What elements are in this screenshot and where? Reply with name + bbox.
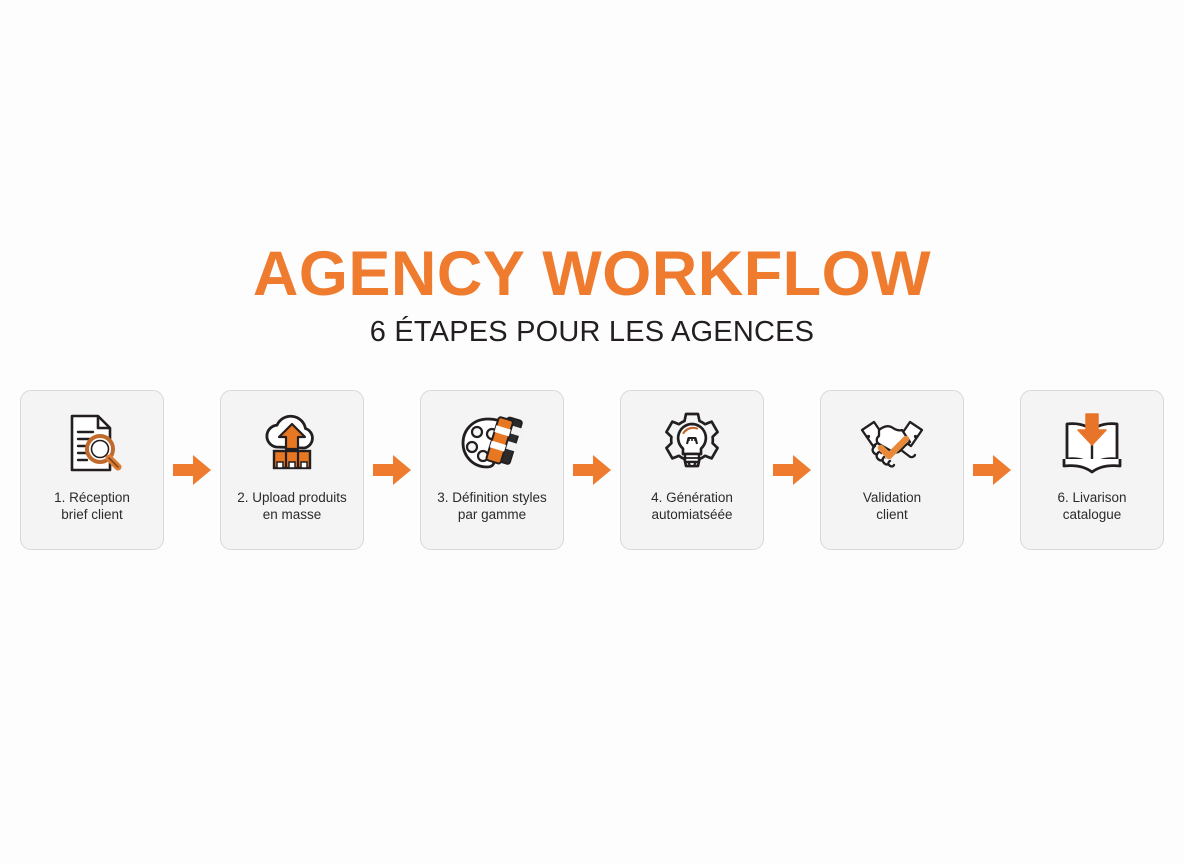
document-magnifier-icon [54,405,130,481]
arrow-right-icon [164,450,220,490]
workflow-step-generation-automatisee[interactable]: 4. Génération automiatséée [620,390,764,550]
palette-swatches-icon [454,405,530,481]
workflow-step-label: Validation client [862,490,922,522]
workflow-step-label: 1. Réception brief client [54,490,130,522]
workflow-step-label: 6. Livarison catalogue [1057,490,1127,522]
workflow-step-label: 2. Upload produits en masse [237,490,347,522]
workflow-step-validation-client[interactable]: Validation client [820,390,964,550]
arrow-right-icon [964,450,1020,490]
arrow-right-icon [364,450,420,490]
workflow-step-livraison-catalogue[interactable]: 6. Livarison catalogue [1020,390,1164,550]
workflow-step-label: 3. Définition styles par gamme [437,490,547,522]
header: AGENCY WORKFLOW 6 ÉTAPES POUR LES AGENCE… [0,243,1184,347]
workflow-step-upload-produits-en-masse[interactable]: 2. Upload produits en masse [220,390,364,550]
arrow-right-icon [764,450,820,490]
workflow-steps-row: 1. Réception brief client [0,389,1184,551]
page-subtitle: 6 ÉTAPES POUR LES AGENCES [369,316,815,348]
cloud-upload-boxes-icon [254,405,330,481]
arrow-right-icon [564,450,620,490]
handshake-check-icon [854,405,930,481]
gear-lightbulb-icon [654,405,730,481]
workflow-step-reception-brief-client[interactable]: 1. Réception brief client [20,390,164,550]
workflow-step-label: 4. Génération automiatséée [651,490,733,522]
workflow-step-definition-styles-par-gamme[interactable]: 3. Définition styles par gamme [420,390,564,550]
book-download-icon [1054,405,1130,481]
page-title: AGENCY WORKFLOW [252,239,932,309]
